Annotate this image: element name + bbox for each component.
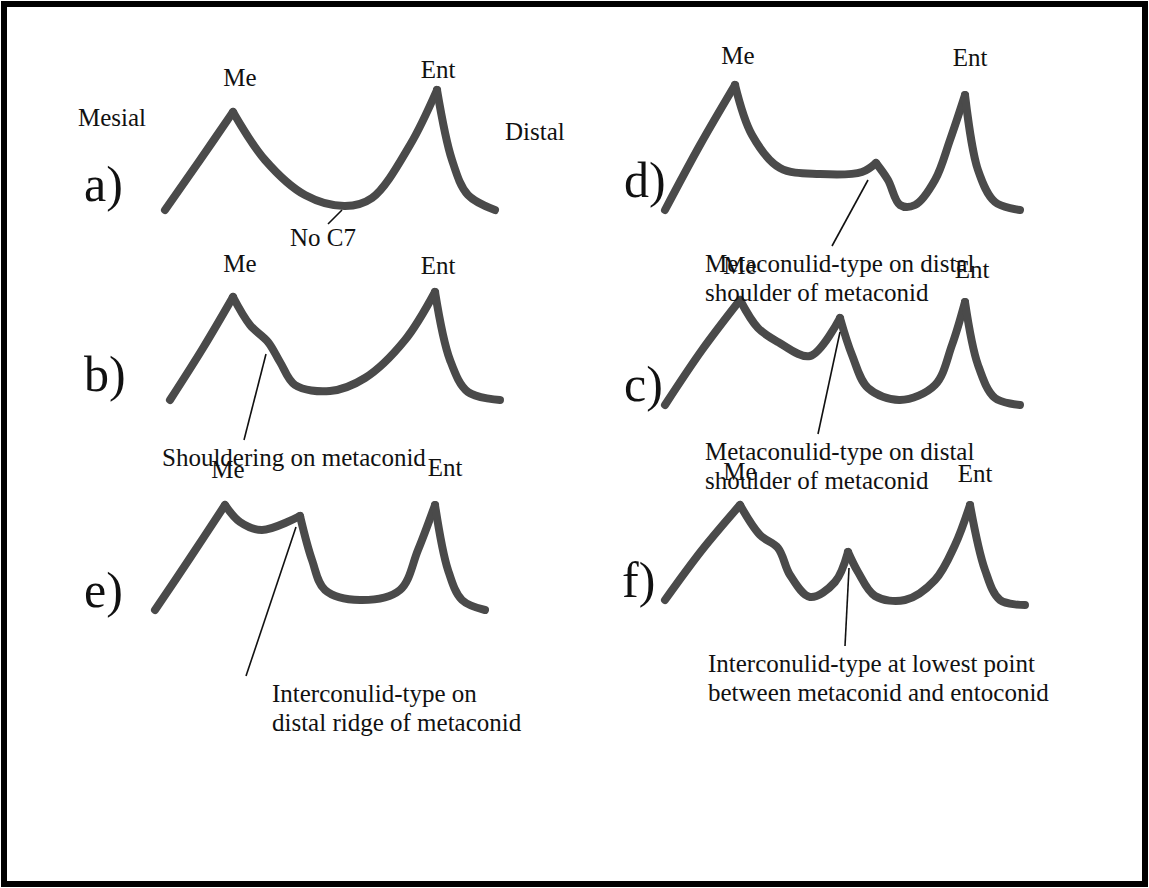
- cusp-label: Me: [723, 252, 756, 281]
- cusp-profile: [970, 505, 1025, 605]
- cusp-label: Me: [721, 42, 754, 71]
- cusp-profile: [435, 505, 485, 610]
- annotation: Shouldering on metaconid: [162, 444, 426, 473]
- cusp-profile: [437, 90, 495, 210]
- cusp-label: Ent: [421, 252, 456, 281]
- cusp-profile: [740, 300, 840, 356]
- cusp-profile: [876, 95, 965, 207]
- direction-label: Mesial: [78, 104, 146, 133]
- cusp-profile: [740, 505, 848, 597]
- cusp-profile: [165, 112, 233, 210]
- cusp-label: Ent: [428, 454, 463, 483]
- cusp-label: Me: [223, 250, 256, 279]
- cusp-profile: [170, 297, 233, 400]
- panel-letter: e): [84, 562, 123, 620]
- cusp-label: Me: [223, 64, 256, 93]
- cusp-profile: [225, 505, 300, 530]
- cusp-profile: [233, 292, 435, 391]
- annotation: No C7: [290, 224, 356, 253]
- leader-line: [244, 354, 266, 440]
- panel-letter: a): [84, 156, 123, 214]
- cusp-profile: [965, 302, 1020, 405]
- cusp-label: Ent: [958, 460, 993, 489]
- panel-letter: b): [84, 346, 126, 404]
- cusp-profile: [665, 300, 740, 405]
- leader-line: [328, 210, 342, 224]
- leader-line: [246, 527, 296, 676]
- cusp-profile: [848, 505, 970, 601]
- annotation: Interconulid-type at lowest point betwee…: [708, 650, 1058, 708]
- cusp-profile: [300, 505, 435, 600]
- frame: [4, 4, 1145, 884]
- direction-label: Distal: [505, 118, 565, 147]
- cusp-profile: [435, 292, 500, 400]
- cusp-profiles: [155, 85, 1025, 610]
- cusp-label: Me: [211, 456, 244, 485]
- panel-letter: d): [624, 152, 666, 210]
- leader-line: [832, 180, 868, 246]
- annotation: Interconulid-type on distal ridge of met…: [272, 680, 592, 738]
- cusp-profile: [233, 90, 437, 206]
- cusp-label: Ent: [421, 56, 456, 85]
- cusp-profile: [665, 505, 740, 600]
- cusp-label: Me: [723, 458, 756, 487]
- panel-letter: c): [624, 356, 663, 414]
- leader-line: [845, 568, 849, 646]
- leader-line: [818, 332, 840, 434]
- cusp-profile: [155, 505, 225, 610]
- cusp-profile: [735, 85, 876, 175]
- cusp-label: Ent: [955, 256, 990, 285]
- cusp-profile: [840, 302, 965, 400]
- cusp-profile: [965, 95, 1020, 210]
- cusp-profile: [665, 85, 735, 210]
- panel-letter: f): [622, 552, 655, 610]
- cusp-label: Ent: [953, 44, 988, 73]
